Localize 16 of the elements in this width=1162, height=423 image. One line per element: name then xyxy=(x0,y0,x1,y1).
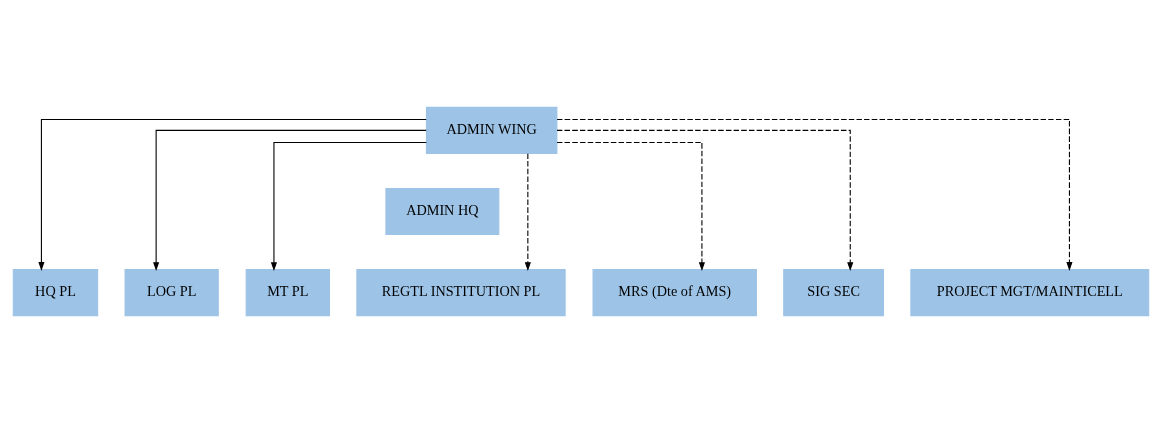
node-box: MT PL xyxy=(245,269,331,317)
node-box: LOG PL xyxy=(124,269,219,317)
node-box: PROJECT MGT/MAINTICELL xyxy=(910,269,1150,317)
node-box: REGTL INSTITUTION PL xyxy=(356,269,566,317)
arrow xyxy=(524,153,531,272)
arrow xyxy=(153,129,427,272)
node-box: HQ PL xyxy=(12,269,99,317)
node-box: ADMIN WING xyxy=(425,106,558,154)
arrow xyxy=(556,118,1073,271)
node-box: ADMIN HQ xyxy=(385,187,500,236)
arrow xyxy=(556,129,854,272)
node-box: SIG SEC xyxy=(783,269,885,317)
node-box: MRS (Dte of AMS) xyxy=(592,269,757,317)
arrow xyxy=(556,141,705,272)
arrow xyxy=(270,141,427,272)
arrow xyxy=(38,118,427,271)
